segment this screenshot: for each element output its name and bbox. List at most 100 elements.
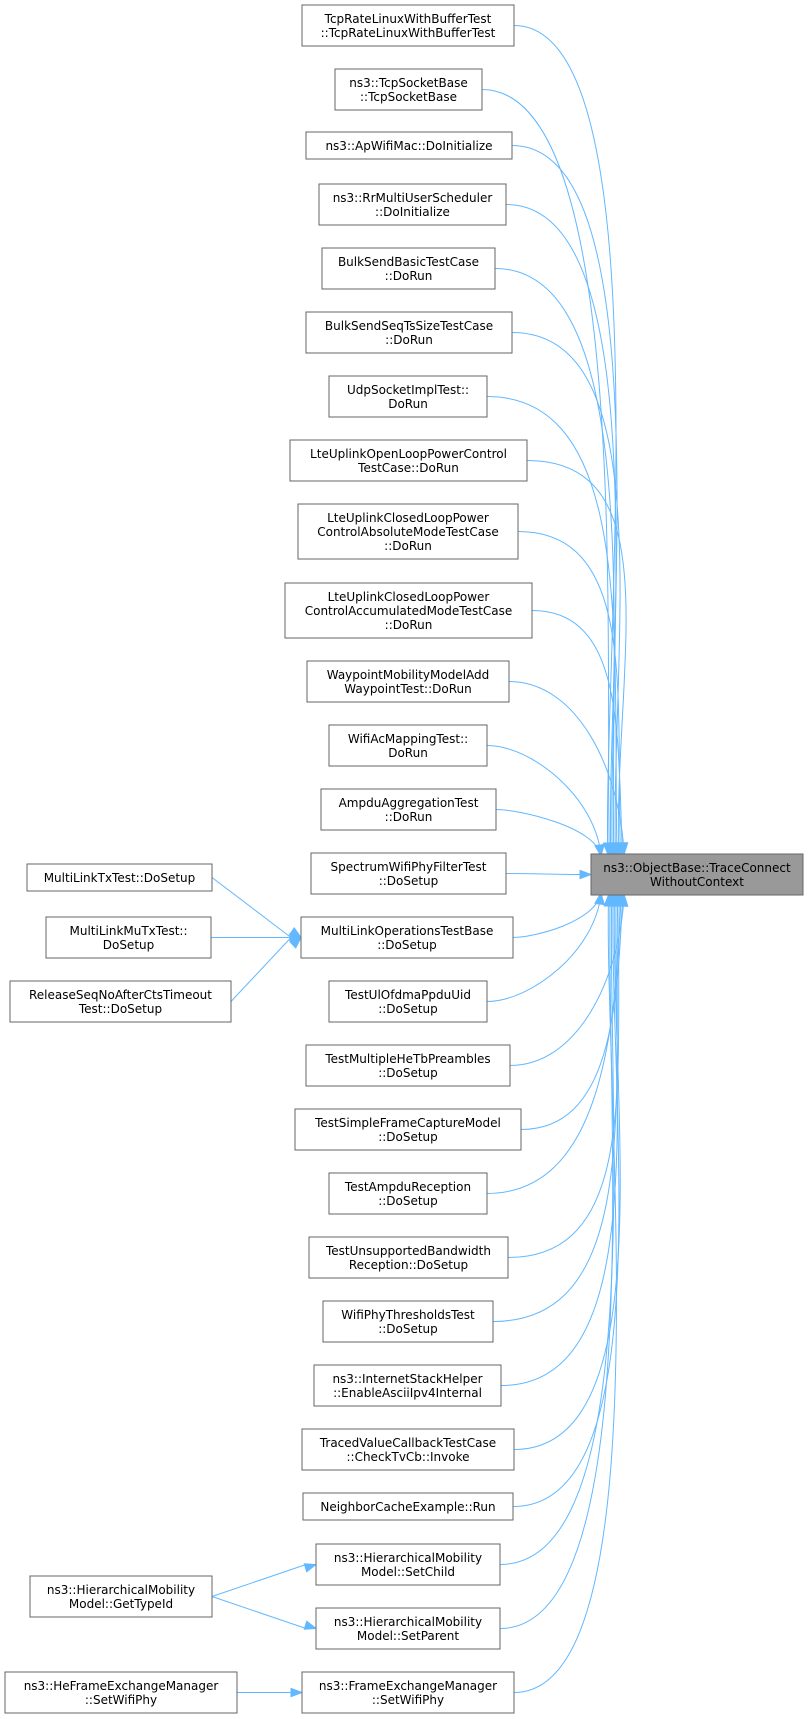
node-label-line: MultiLinkOperationsTestBase <box>321 924 494 938</box>
node-label-line: ::DoRun <box>385 269 433 283</box>
node-label-line: Model::SetParent <box>357 1629 460 1643</box>
node-label-line: DoSetup <box>103 938 155 952</box>
node-label-line: TracedValueCallbackTestCase <box>319 1436 496 1450</box>
edge-spectrumfilter-to-target-line <box>505 873 581 875</box>
edge-multilinktx-to-multilinkbase-line <box>211 877 292 938</box>
node-tcpsocketbase[interactable]: ns3::TcpSocketBase::TcpSocketBase <box>334 68 483 111</box>
node-testulofdma[interactable]: TestUlOfdmaPpduUid::DoSetup <box>328 980 488 1023</box>
node-spectrumfilter[interactable]: SpectrumWifiPhyFilterTest::DoSetup <box>310 852 507 895</box>
node-lteclosedabs[interactable]: LteUplinkClosedLoopPowerControlAbsoluteM… <box>297 503 519 560</box>
node-udpsocket[interactable]: UdpSocketImplTest::DoRun <box>328 375 488 418</box>
edge-ampduagg-to-target-arrowhead <box>594 843 604 858</box>
nodes-layer: ns3::ObjectBase::TraceConnectWithoutCont… <box>4 4 804 1714</box>
node-box <box>328 375 488 418</box>
node-label-line: WifiPhyThresholdsTest <box>341 1308 475 1322</box>
edge-waypoint-to-target-arrowhead <box>618 842 629 856</box>
node-wifiphythresholds[interactable]: WifiPhyThresholdsTest::DoSetup <box>322 1300 494 1343</box>
node-wifiac[interactable]: WifiAcMappingTest::DoRun <box>328 724 488 767</box>
node-multilinktx[interactable]: MultiLinkTxTest::DoSetup <box>26 863 213 892</box>
node-label-line: ::DoSetup <box>378 1002 438 1016</box>
node-neighborcache[interactable]: NeighborCacheExample::Run <box>302 1492 514 1521</box>
node-label-line: ReleaseSeqNoAfterCtsTimeout <box>29 988 212 1002</box>
edge-rrmulti-to-target-line <box>505 204 617 855</box>
node-tcprate[interactable]: TcpRateLinuxWithBufferTest::TcpRateLinux… <box>301 4 515 47</box>
node-bulkbasic[interactable]: BulkSendBasicTestCase::DoRun <box>321 247 496 290</box>
edge-bulkbasic-to-target <box>494 268 619 856</box>
node-label-line: TestAmpduReception <box>344 1180 471 1194</box>
node-box <box>26 863 213 892</box>
edge-wifiac-to-target <box>486 745 605 858</box>
node-box <box>289 439 528 482</box>
node-label-line: ::SetWifiPhy <box>85 1693 157 1707</box>
node-lteclosedacc[interactable]: LteUplinkClosedLoopPowerControlAccumulat… <box>284 582 533 639</box>
edge-tracedvalue-to-target <box>513 893 621 1450</box>
node-testampdurx[interactable]: TestAmpduReception::DoSetup <box>328 1172 488 1215</box>
node-label-line: ns3::RrMultiUserScheduler <box>333 191 493 205</box>
node-internetstack[interactable]: ns3::InternetStackHelper::EnableAsciiIpv… <box>313 1364 502 1407</box>
edge-spectrumfilter-to-target <box>505 869 593 880</box>
node-box <box>315 1543 501 1586</box>
node-box <box>328 724 488 767</box>
node-label-line: NeighborCacheExample::Run <box>320 1500 495 1514</box>
node-label-line: Model::GetTypeId <box>69 1597 173 1611</box>
node-box <box>306 660 510 703</box>
node-box <box>301 4 515 47</box>
node-label-line: ::DoRun <box>384 539 432 553</box>
node-label-line: ns3::ObjectBase::TraceConnect <box>603 861 791 875</box>
target-node[interactable]: ns3::ObjectBase::TraceConnectWithoutCont… <box>590 853 804 896</box>
node-box <box>315 1607 501 1650</box>
node-testunsupported[interactable]: TestUnsupportedBandwidthReception::DoSet… <box>308 1236 509 1279</box>
node-apwifimac[interactable]: ns3::ApWifiMac::DoInitialize <box>305 131 513 160</box>
node-label-line: ns3::HierarchicalMobility <box>334 1615 482 1629</box>
node-framesetwifiphy[interactable]: ns3::FrameExchangeManager::SetWifiPhy <box>301 1671 515 1714</box>
edge-neighborcache-to-target-line <box>512 894 620 1507</box>
node-box <box>45 916 212 959</box>
edge-testulofdma-to-target <box>486 891 605 1002</box>
node-testmultiplehetb[interactable]: TestMultipleHeTbPreambles::DoSetup <box>305 1044 511 1087</box>
node-label-line: ::DoSetup <box>379 874 439 888</box>
node-box <box>310 852 507 895</box>
node-label-line: ns3::InternetStackHelper <box>332 1372 482 1386</box>
node-lteopen[interactable]: LteUplinkOpenLoopPowerControlTestCase::D… <box>289 439 528 482</box>
node-testsimpleframe[interactable]: TestSimpleFrameCaptureModel::DoSetup <box>294 1108 522 1151</box>
edge-framesetwifiphy-to-target <box>513 893 617 1693</box>
edge-framesetwifiphy-to-target-arrowhead <box>603 893 614 907</box>
node-label-line: WifiAcMappingTest:: <box>348 732 468 746</box>
node-hesetwifiphy[interactable]: ns3::HeFrameExchangeManager::SetWifiPhy <box>4 1671 238 1714</box>
node-label-line: AmpduAggregationTest <box>339 796 479 810</box>
node-box <box>294 1108 522 1151</box>
edge-hiersetparent-to-target <box>499 893 615 1629</box>
edge-multilinkbase-to-target-line <box>512 892 602 938</box>
node-waypoint[interactable]: WaypointMobilityModelAddWaypointTest::Do… <box>306 660 510 703</box>
edge-testulofdma-to-target-arrowhead <box>595 891 605 905</box>
node-hiergettypeid[interactable]: ns3::HierarchicalMobilityModel::GetTypeI… <box>29 1575 213 1618</box>
node-label-line: ::DoRun <box>385 810 433 824</box>
node-label-line: LteUplinkClosedLoopPower <box>328 590 490 604</box>
node-label-line: ControlAccumulatedModeTestCase <box>305 604 513 618</box>
edges-layer <box>211 25 629 1698</box>
edge-rrmulti-to-target <box>505 204 617 856</box>
node-box <box>301 1671 515 1714</box>
node-hiersetparent[interactable]: ns3::HierarchicalMobilityModel::SetParen… <box>315 1607 501 1650</box>
edge-hiergettypeid-to-hiersetchild-arrowhead <box>303 1563 318 1573</box>
edge-waypoint-to-target <box>508 681 629 856</box>
edge-hiersetparent-to-target-line <box>499 894 614 1629</box>
edge-tracedvalue-to-target-line <box>513 894 621 1450</box>
node-rrmulti[interactable]: ns3::RrMultiUserScheduler::DoInitialize <box>318 183 507 226</box>
node-label-line: TestSimpleFrameCaptureModel <box>314 1116 501 1130</box>
node-multilinkbase[interactable]: MultiLinkOperationsTestBase::DoSetup <box>300 916 514 959</box>
node-box <box>328 1172 488 1215</box>
node-ampduagg[interactable]: AmpduAggregationTest::DoRun <box>320 788 497 831</box>
edge-waypoint-to-target-line <box>508 681 625 855</box>
node-bulkseq[interactable]: BulkSendSeqTsSizeTestCase::DoRun <box>305 311 513 354</box>
edge-hiergettypeid-to-hiersetchild-line <box>211 1564 307 1597</box>
node-label-line: DoRun <box>388 746 428 760</box>
node-box <box>284 582 533 639</box>
node-tracedvalue[interactable]: TracedValueCallbackTestCase::CheckTvCb::… <box>301 1428 515 1471</box>
node-multilinkmutx[interactable]: MultiLinkMuTxTest::DoSetup <box>45 916 212 959</box>
node-label-line: ::EnableAsciiIpv4Internal <box>333 1386 482 1400</box>
node-label-line: ::TcpRateLinuxWithBufferTest <box>321 26 496 40</box>
node-box <box>328 980 488 1023</box>
